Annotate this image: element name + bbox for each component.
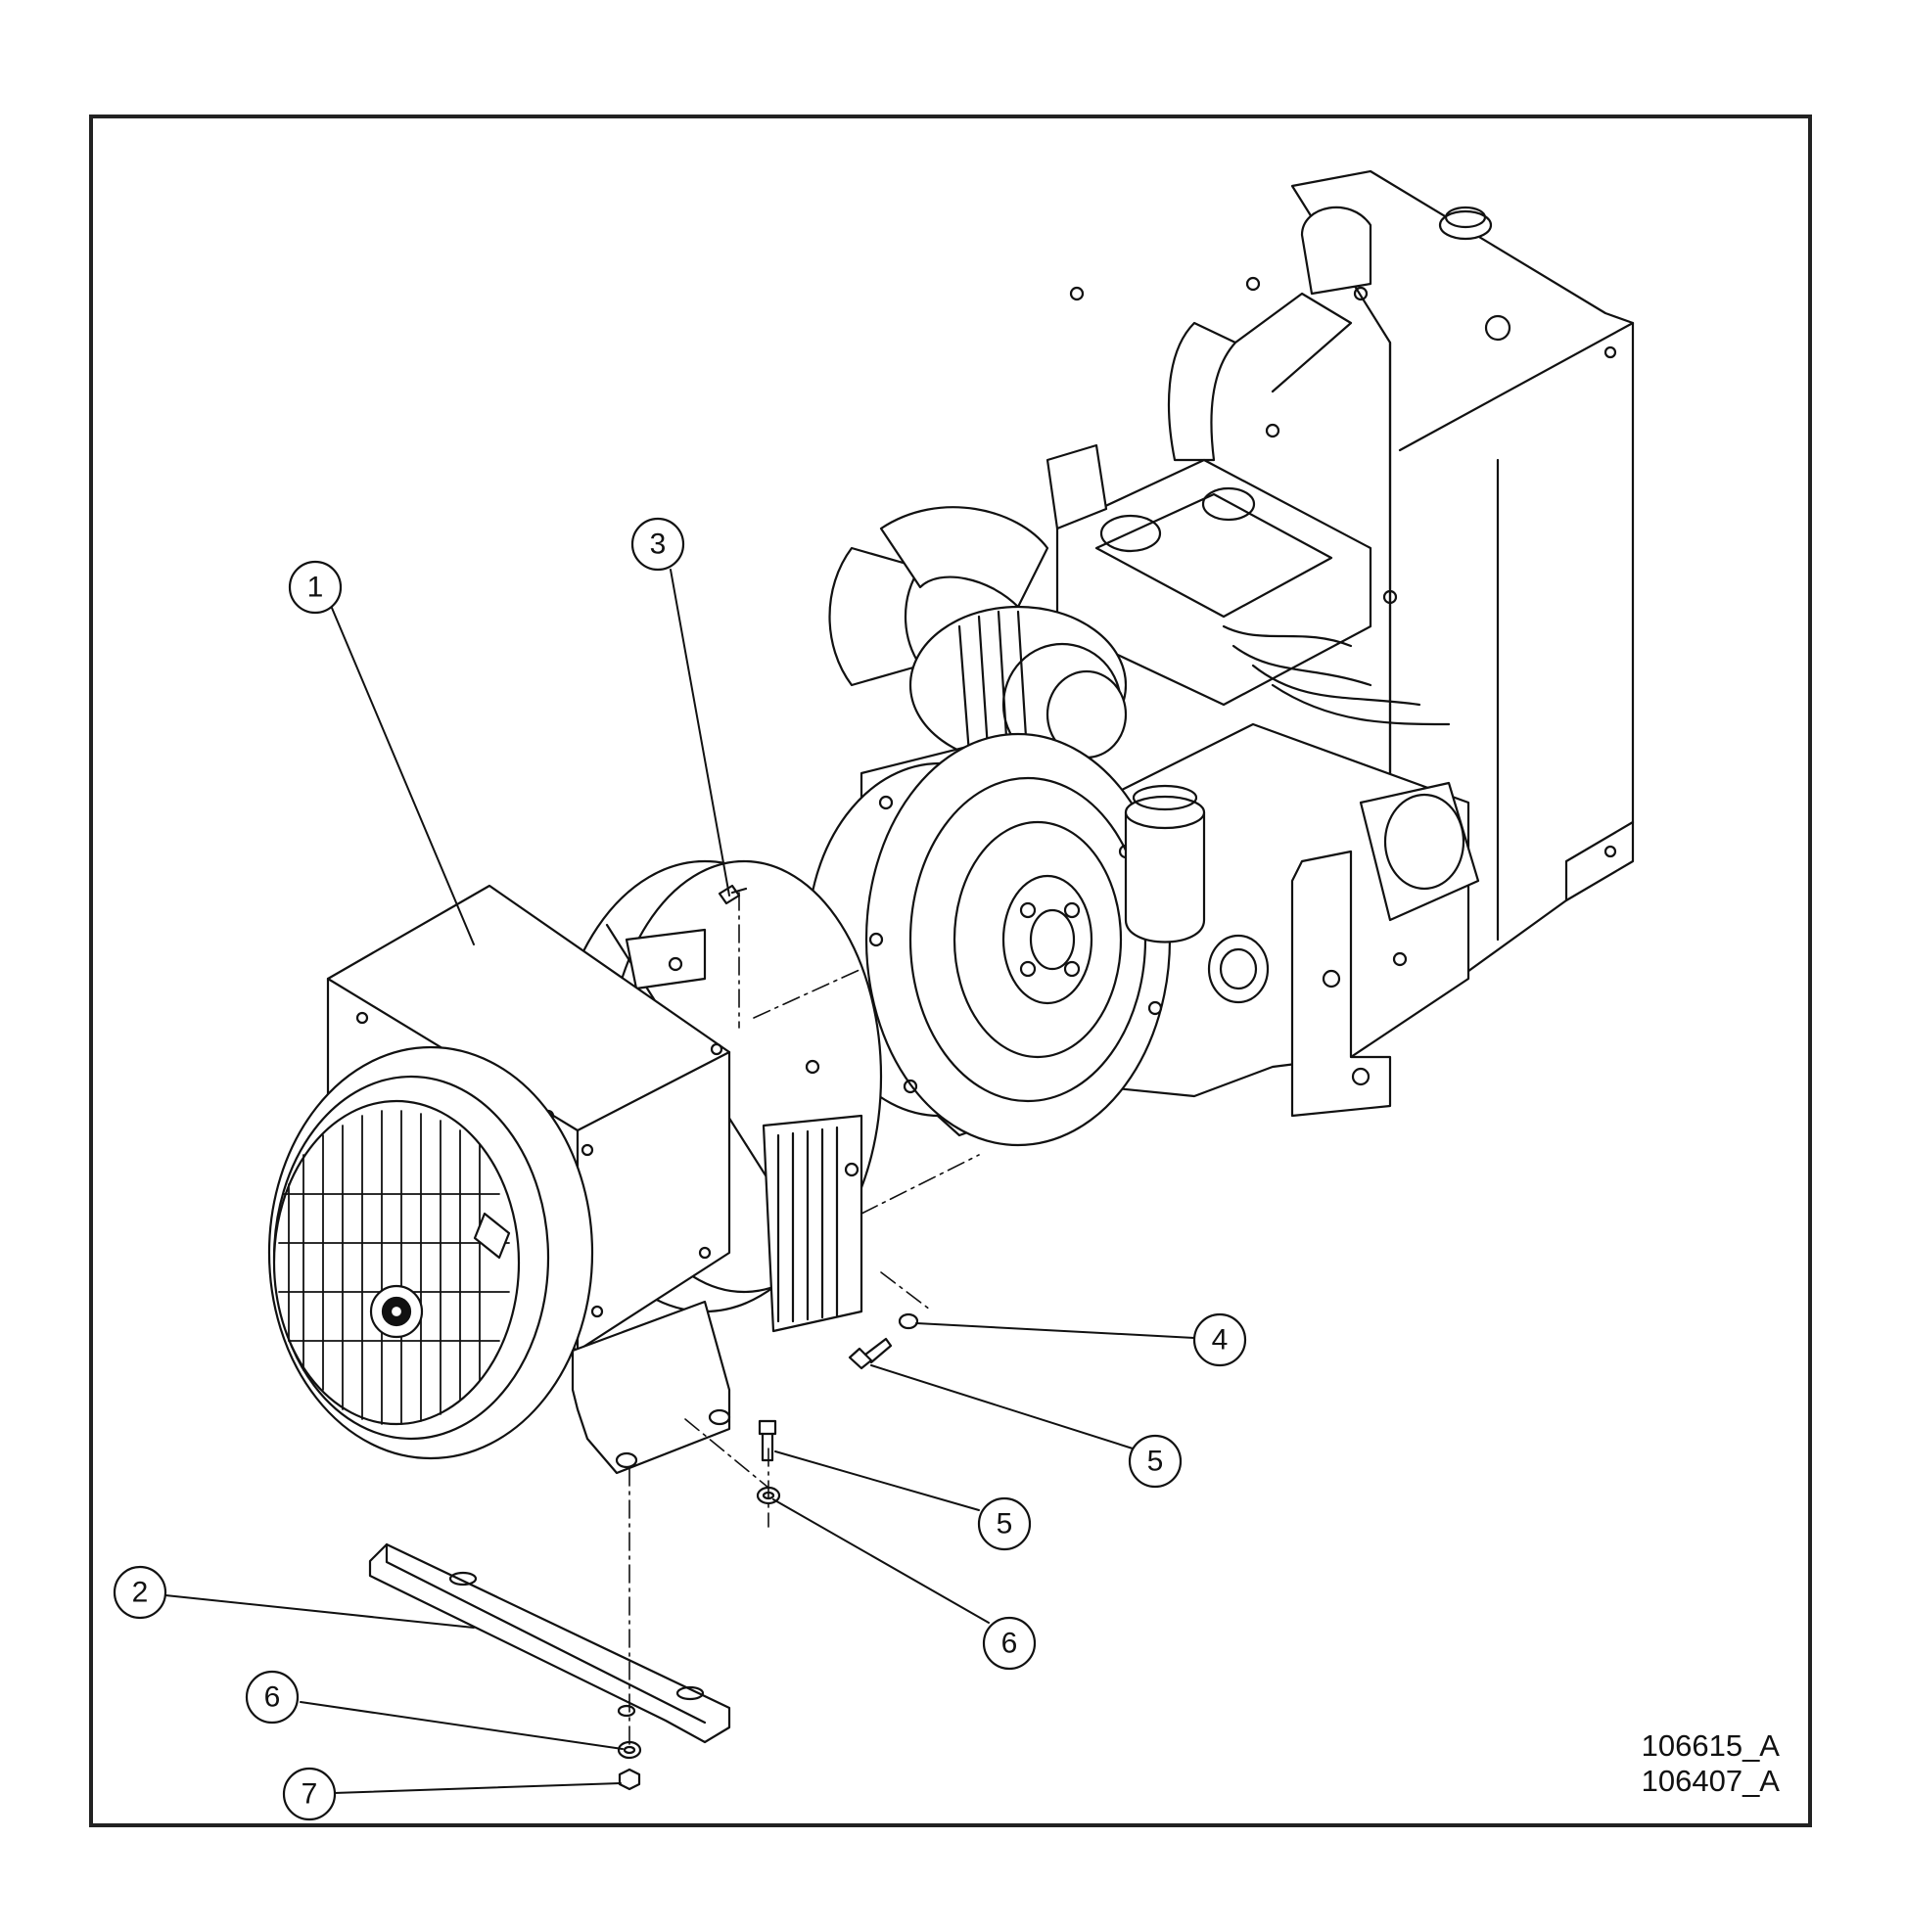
callout-6b: 6 xyxy=(245,1670,300,1725)
callout-3: 3 xyxy=(630,517,685,572)
callout-6a-label: 6 xyxy=(1001,1628,1018,1660)
callout-2-label: 2 xyxy=(132,1577,149,1609)
callout-7: 7 xyxy=(282,1767,337,1821)
bolt-5a-illustration xyxy=(848,1337,893,1370)
callout-3-label: 3 xyxy=(650,529,667,561)
drawing-id-secondary: 106407_A xyxy=(1641,1764,1780,1798)
assembly-centerlines xyxy=(628,892,980,1751)
callout-5a-label: 5 xyxy=(1147,1446,1164,1478)
callout-4: 4 xyxy=(1192,1312,1247,1367)
callout-1-label: 1 xyxy=(307,572,324,604)
callout-7-label: 7 xyxy=(302,1778,318,1811)
callout-4-label: 4 xyxy=(1212,1324,1229,1357)
callout-5a: 5 xyxy=(1128,1434,1183,1489)
callout-5b: 5 xyxy=(977,1496,1032,1551)
washer-4-illustration xyxy=(898,1312,919,1330)
callout-5b-label: 5 xyxy=(997,1508,1013,1541)
leader-lines xyxy=(164,569,1195,1794)
diagram-frame xyxy=(89,115,1812,1827)
callout-6b-label: 6 xyxy=(264,1681,281,1714)
engine-illustration xyxy=(806,169,1635,1147)
callout-2: 2 xyxy=(113,1565,167,1620)
generator-illustration xyxy=(267,859,883,1475)
callout-1: 1 xyxy=(288,560,343,615)
bolt-5b-illustration xyxy=(758,1419,777,1462)
callout-6a: 6 xyxy=(982,1616,1037,1671)
drawing-id-primary: 106615_A xyxy=(1641,1728,1780,1763)
base-rail-illustration xyxy=(368,1542,731,1744)
